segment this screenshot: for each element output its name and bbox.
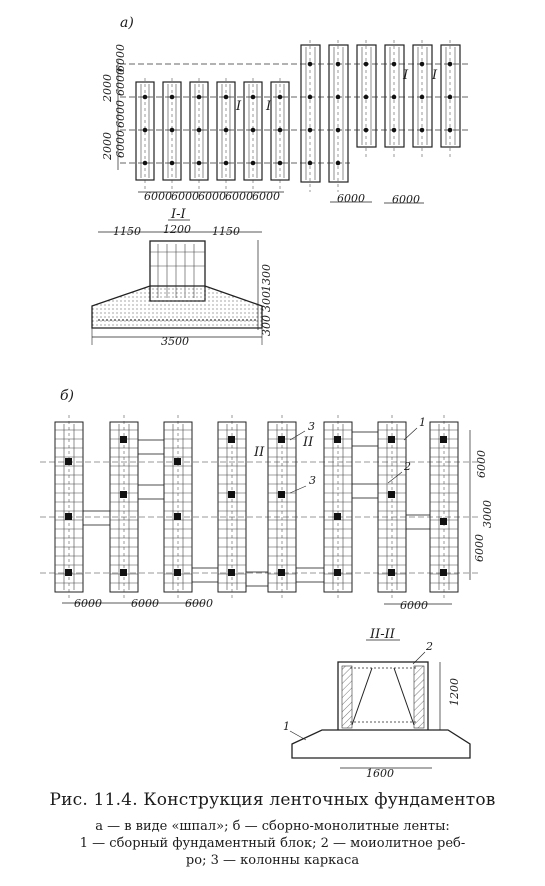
callout-number: 3 <box>309 474 316 487</box>
dim-label: 1150 <box>113 225 141 238</box>
dim-label: 6000 <box>473 534 486 562</box>
dim-label: 300 <box>260 291 273 312</box>
dim-label: 6000 <box>114 68 127 96</box>
dim-label: 2000 <box>101 74 114 103</box>
section-ii-ii: II-II 1200 1600 2 1 <box>283 627 471 780</box>
dim-label: 6000 <box>252 190 280 203</box>
strip <box>300 44 321 183</box>
dim-label: 6000 <box>114 100 127 128</box>
caption-title: Рис. 11.4. Конструкция ленточных фундаме… <box>49 790 496 810</box>
part-a-plan: а) <box>101 15 470 206</box>
callout-number: 3 <box>308 420 315 433</box>
strip <box>384 44 405 148</box>
section-marker: II <box>253 445 265 460</box>
part-b-plan: б) <box>40 388 494 612</box>
section-title: II-II <box>369 627 396 642</box>
dim-label: 6000 <box>114 130 127 158</box>
section-marker: I <box>265 99 272 114</box>
section-i-i: I-I 1150 1200 1150 1300 300 300 3500 <box>91 207 273 348</box>
dim-label: 6000 <box>144 190 172 203</box>
strip <box>412 44 433 148</box>
part-a-label: а) <box>120 15 134 31</box>
caption-legend-line: ро; 3 — колонны каркаса <box>185 853 360 868</box>
figure-caption: Рис. 11.4. Конструкция ленточных фундаме… <box>0 790 545 869</box>
dim-label: 1600 <box>366 767 394 780</box>
callout-number: 1 <box>419 416 426 429</box>
callout-number: 2 <box>425 640 433 653</box>
strip <box>356 44 377 148</box>
prefab-block <box>291 729 471 759</box>
dim-label: 3500 <box>161 335 189 348</box>
caption-legend-line: 1 — сборный фундаментный блок; 2 — моиол… <box>79 836 466 851</box>
dim-label: 6000 <box>337 192 365 205</box>
dim-label: 6000 <box>171 190 199 203</box>
dim-label: 6000 <box>225 190 253 203</box>
dim-label: 300 <box>260 315 273 336</box>
dim-label: 2000 <box>101 132 114 161</box>
dim-label: 1150 <box>212 225 240 238</box>
section-marker: II <box>302 435 314 450</box>
section-title: I-I <box>170 207 187 222</box>
caption-legend-line: а — в виде «шпал»; б — сборно-монолитные… <box>95 819 450 834</box>
dim-label: 1300 <box>260 264 273 292</box>
dim-label: 6000 <box>131 597 159 610</box>
dim-label: 6000 <box>400 599 428 612</box>
dim-label: 3000 <box>481 500 494 528</box>
dim-label: 1200 <box>163 223 191 236</box>
callout-number: 1 <box>283 720 290 733</box>
section-marker: I <box>431 68 438 83</box>
part-b-label: б) <box>60 388 74 404</box>
section-marker: I <box>402 68 409 83</box>
strip <box>440 44 461 148</box>
dim-label: 1200 <box>448 678 461 706</box>
dim-label: 6000 <box>392 193 420 206</box>
footing-base <box>91 285 263 329</box>
strip <box>328 44 349 183</box>
dim-label: 6000 <box>185 597 213 610</box>
part-a-right-strips <box>300 44 461 183</box>
callout-number: 2 <box>403 460 411 473</box>
section-marker: I <box>235 99 242 114</box>
dim-label: 6000 <box>114 44 127 72</box>
dim-label: 6000 <box>198 190 226 203</box>
dim-label: 6000 <box>74 597 102 610</box>
dim-label: 6000 <box>475 450 488 478</box>
